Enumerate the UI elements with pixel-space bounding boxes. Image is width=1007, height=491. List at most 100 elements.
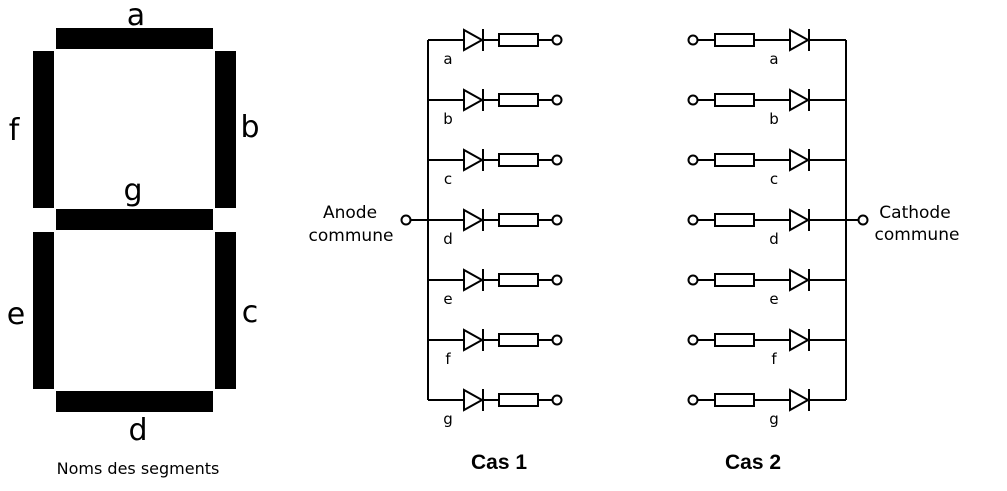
case2-resistor-icon [714, 393, 755, 407]
case2-diode-icon [789, 208, 811, 232]
case1-row-label: a [443, 50, 452, 68]
segment-label-b: b [240, 110, 259, 145]
case2-diode-icon [789, 88, 811, 112]
case2-row-f: f [687, 328, 846, 368]
case2-terminal [687, 274, 699, 286]
case2-row-label: a [769, 50, 778, 68]
case2-diode-icon [789, 28, 811, 52]
case1-terminal [551, 334, 563, 346]
case1-diode-icon [463, 388, 485, 412]
case1-resistor-icon [498, 333, 539, 347]
case1-terminal [551, 34, 563, 46]
case1-diode-icon [463, 268, 485, 292]
case1-common-label-2: commune [309, 226, 394, 246]
case2-terminal [687, 334, 699, 346]
segment-label-a: a [127, 0, 145, 33]
case1-terminal [551, 214, 563, 226]
segment-b [215, 51, 236, 208]
segment-c [215, 232, 236, 389]
case1-diode-icon [463, 208, 485, 232]
case1-common-terminal [400, 214, 412, 226]
case2-common-label-1: Cathode [879, 203, 950, 223]
case1-terminal [551, 394, 563, 406]
case2-resistor-icon [714, 273, 755, 287]
case1-row-d: d [428, 208, 563, 248]
case2-resistor-icon [714, 153, 755, 167]
case2-common-label-2: commune [875, 225, 960, 245]
case2-resistor-icon [714, 333, 755, 347]
case1-diode-icon [463, 88, 485, 112]
segment-label-d: d [128, 413, 147, 448]
case2-row-a: a [687, 28, 846, 68]
case2-diode-icon [789, 388, 811, 412]
case2-resistor-icon [714, 213, 755, 227]
case2-row-label: g [769, 410, 779, 428]
case2-resistor-icon [714, 33, 755, 47]
case2-row-d: d [687, 208, 846, 248]
case2-row-label: b [769, 110, 779, 128]
case2-terminal [687, 214, 699, 226]
case2-common-terminal [857, 214, 869, 226]
case2-terminal [687, 34, 699, 46]
segment-e [33, 232, 54, 389]
case1-row-label: d [443, 230, 453, 248]
segment-g [56, 209, 213, 230]
case1-row-b: b [428, 88, 563, 128]
segment-label-f: f [9, 113, 21, 148]
case2-terminal [687, 94, 699, 106]
case2-diode-icon [789, 268, 811, 292]
seven-segment-display: a b c d e f g Noms des segments [7, 0, 260, 478]
case1-row-g: g [428, 388, 563, 428]
case1-terminal [551, 274, 563, 286]
case2-row-label: f [771, 350, 777, 368]
case2-row-b: b [687, 88, 846, 128]
case2-row-label: c [770, 170, 778, 188]
case1-resistor-icon [498, 213, 539, 227]
case1-row-e: e [428, 268, 563, 308]
segment-d [56, 391, 213, 412]
segment-label-e: e [7, 297, 25, 332]
case1-title: Cas 1 [471, 451, 527, 474]
case2-terminal [687, 394, 699, 406]
case2-row-e: e [687, 268, 846, 308]
case2-row-label: d [769, 230, 779, 248]
case1-row-label: b [443, 110, 453, 128]
case2-row-label: e [769, 290, 778, 308]
case1-row-label: f [445, 350, 451, 368]
case1-resistor-icon [498, 153, 539, 167]
case2-diode-icon [789, 148, 811, 172]
case1-diode-icon [463, 328, 485, 352]
segment-label-g: g [123, 173, 142, 208]
case2-resistor-icon [714, 93, 755, 107]
segment-a [56, 28, 213, 49]
case1-row-c: c [428, 148, 563, 188]
case1-resistor-icon [498, 273, 539, 287]
case2-row-g: g [687, 388, 846, 428]
case1-terminal [551, 154, 563, 166]
case1-resistor-icon [498, 393, 539, 407]
segment-label-c: c [242, 295, 259, 330]
case2-diode-icon [789, 328, 811, 352]
case1-resistor-icon [498, 93, 539, 107]
case1-row-label: e [443, 290, 452, 308]
case1-resistor-icon [498, 33, 539, 47]
case1-rows: a b c d e f g [428, 28, 563, 428]
case2-circuit: Cathode commune a b c d e f g Cas 2 [687, 28, 960, 474]
case1-diode-icon [463, 148, 485, 172]
case1-row-f: f [428, 328, 563, 368]
segment-caption: Noms des segments [57, 459, 220, 478]
case1-circuit: Anode commune a b c d e f g Cas 1 [309, 28, 563, 474]
case1-row-a: a [428, 28, 563, 68]
case1-row-label: g [443, 410, 453, 428]
case1-common-label-1: Anode [323, 203, 377, 223]
case2-rows: a b c d e f g [687, 28, 846, 428]
case1-diode-icon [463, 28, 485, 52]
case1-row-label: c [444, 170, 452, 188]
case2-title: Cas 2 [725, 451, 781, 474]
case2-row-c: c [687, 148, 846, 188]
case1-terminal [551, 94, 563, 106]
case2-terminal [687, 154, 699, 166]
segment-f [33, 51, 54, 208]
